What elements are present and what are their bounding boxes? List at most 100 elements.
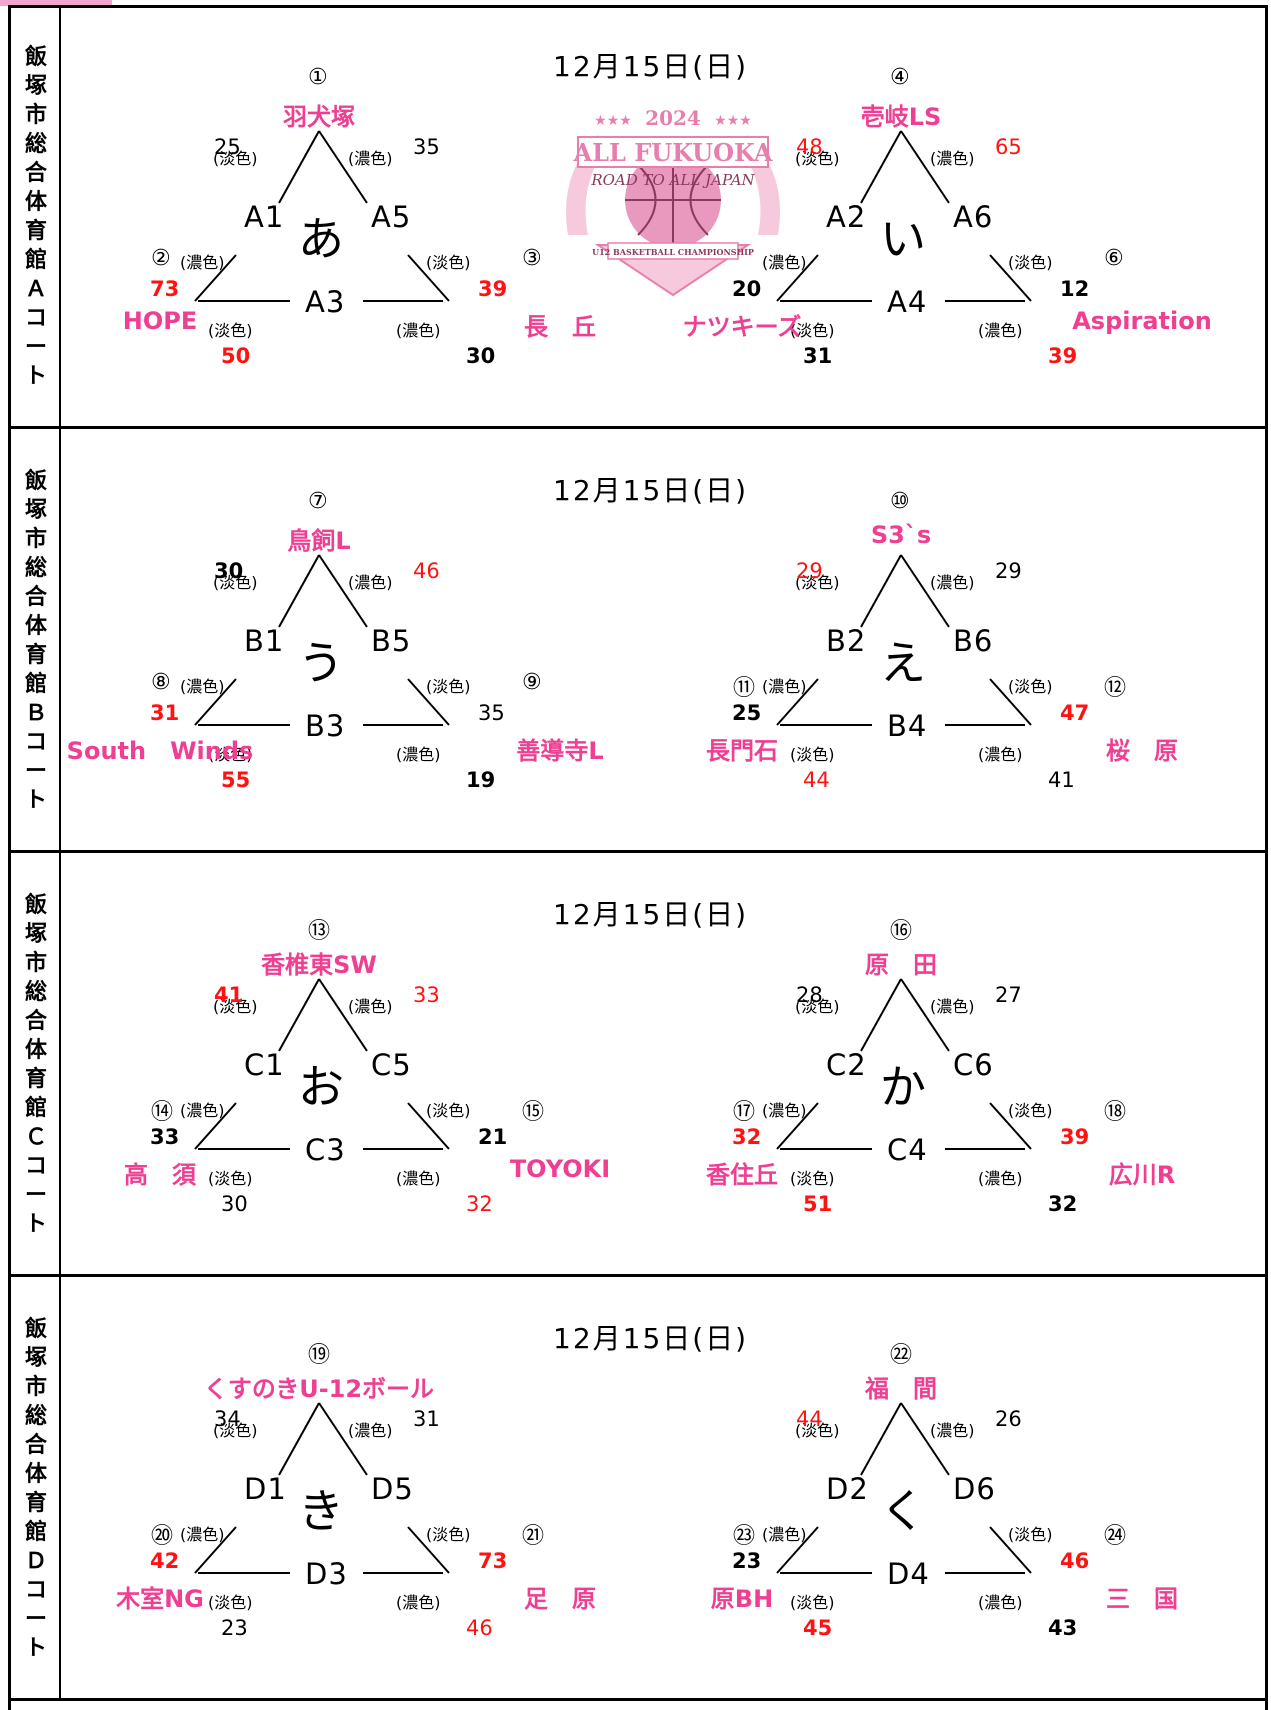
line-top-left bbox=[278, 978, 320, 1052]
right-team-number: ⑱ bbox=[1104, 1100, 1127, 1125]
group-kana: う bbox=[298, 636, 344, 690]
top-team-name: 羽犬塚 bbox=[283, 103, 355, 131]
score-left-upper: 42 bbox=[150, 1549, 180, 1573]
left-team-number: ⑳ bbox=[151, 1524, 174, 1549]
line-top-left bbox=[860, 554, 902, 628]
bracket-triangle bbox=[776, 1402, 1032, 1574]
side-label-left: (濃色) bbox=[180, 677, 225, 696]
code-right: C5 bbox=[371, 1048, 412, 1082]
line-top-right bbox=[900, 130, 950, 204]
score-top-right: 27 bbox=[995, 983, 1022, 1007]
side-label-bottom-right: (濃色) bbox=[396, 1169, 441, 1188]
right-team-number: ㉔ bbox=[1104, 1524, 1127, 1549]
score-bottom-left: 30 bbox=[221, 1192, 248, 1216]
score-left-upper: 73 bbox=[150, 277, 180, 301]
right-team-number: ③ bbox=[522, 246, 542, 271]
line-right bbox=[989, 1102, 1032, 1150]
score-bottom-left: 55 bbox=[221, 768, 251, 792]
court-name: 飯塚市総合体育館Ａコート bbox=[24, 45, 47, 389]
side-label-bottom-right: (濃色) bbox=[978, 321, 1023, 340]
code-left: D2 bbox=[826, 1472, 869, 1506]
score-left-upper: 20 bbox=[732, 277, 762, 301]
score-right-upper: 47 bbox=[1060, 701, 1090, 725]
score-right-upper: 12 bbox=[1060, 277, 1090, 301]
side-label-bottom-left: (淡色) bbox=[208, 745, 253, 764]
right-team-name: Aspiration bbox=[1072, 307, 1212, 335]
side-label-bottom-right: (濃色) bbox=[396, 745, 441, 764]
score-top-left: 41 bbox=[214, 983, 244, 1007]
side-label-top-right: (濃色) bbox=[348, 1421, 393, 1440]
side-label-left: (濃色) bbox=[180, 253, 225, 272]
code-right: B5 bbox=[371, 624, 412, 658]
side-label-bottom-left: (淡色) bbox=[208, 1593, 253, 1612]
score-top-left: 29 bbox=[796, 559, 823, 583]
code-bottom: D4 bbox=[887, 1557, 930, 1591]
code-bottom: C3 bbox=[305, 1133, 346, 1167]
score-left-upper: 31 bbox=[150, 701, 180, 725]
left-team-number: ② bbox=[151, 246, 171, 271]
score-top-right: 29 bbox=[995, 559, 1022, 583]
code-bottom: D3 bbox=[305, 1557, 348, 1591]
code-left: A1 bbox=[244, 200, 285, 234]
side-label-top-right: (濃色) bbox=[930, 997, 975, 1016]
line-right bbox=[407, 254, 450, 302]
line-top-left bbox=[860, 1402, 902, 1476]
court-name: 飯塚市総合体育館Ｂコート bbox=[24, 469, 47, 813]
score-bottom-left: 50 bbox=[221, 344, 251, 368]
line-top-right bbox=[900, 554, 950, 628]
right-team-name: 善導寺L bbox=[516, 737, 604, 765]
side-label-right: (淡色) bbox=[426, 1525, 471, 1544]
right-team-number: ⑨ bbox=[522, 670, 542, 695]
code-right: B6 bbox=[953, 624, 994, 658]
logo-banner: U12 BASKETBALL CHAMPIONSHIP bbox=[592, 247, 754, 257]
side-label-top-left: (淡色) bbox=[213, 573, 258, 592]
side-label-bottom-left: (淡色) bbox=[790, 321, 835, 340]
line-left bbox=[776, 1102, 819, 1150]
right-team-name: 三 国 bbox=[1106, 1585, 1178, 1613]
score-bottom-right: 46 bbox=[466, 1616, 493, 1640]
group-kana: あ bbox=[298, 212, 344, 266]
court-label-cell: 飯塚市総合体育館Ｃコート bbox=[11, 853, 61, 1274]
code-bottom: C4 bbox=[887, 1133, 928, 1167]
code-right: C6 bbox=[953, 1048, 994, 1082]
left-team-name: 高 須 bbox=[124, 1161, 196, 1189]
left-team-name: 木室NG bbox=[116, 1585, 204, 1613]
score-top-right: 46 bbox=[413, 559, 440, 583]
side-label-right: (淡色) bbox=[1008, 677, 1053, 696]
side-label-bottom-right: (濃色) bbox=[396, 1593, 441, 1612]
logo-stars-left: ★★★ bbox=[594, 113, 632, 129]
left-team-name: South Winds bbox=[66, 737, 254, 765]
line-right bbox=[989, 678, 1032, 726]
group-kana: お bbox=[298, 1060, 344, 1114]
score-top-right: 65 bbox=[995, 135, 1022, 159]
score-right-upper: 21 bbox=[478, 1125, 508, 1149]
side-label-top-right: (濃色) bbox=[348, 149, 393, 168]
line-top-right bbox=[318, 1402, 368, 1476]
code-left: B1 bbox=[244, 624, 285, 658]
right-team-name: 足 原 bbox=[524, 1585, 596, 1613]
line-right bbox=[407, 1526, 450, 1574]
side-label-top-left: (淡色) bbox=[795, 1421, 840, 1440]
score-bottom-right: 32 bbox=[1048, 1192, 1078, 1216]
side-label-top-right: (濃色) bbox=[348, 573, 393, 592]
code-left: B2 bbox=[826, 624, 867, 658]
line-left bbox=[776, 678, 819, 726]
line-right bbox=[407, 1102, 450, 1150]
top-team-number: ④ bbox=[890, 65, 910, 90]
score-top-left: 48 bbox=[796, 135, 823, 159]
top-team-number: ⑯ bbox=[890, 919, 913, 944]
score-bottom-right: 19 bbox=[466, 768, 496, 792]
side-label-bottom-left: (淡色) bbox=[790, 745, 835, 764]
side-label-top-left: (淡色) bbox=[795, 997, 840, 1016]
left-team-name: 香住丘 bbox=[706, 1161, 778, 1189]
left-team-number: ⑪ bbox=[733, 676, 756, 701]
match-date: 12月15日(日) bbox=[553, 1322, 749, 1355]
left-team-number: ㉓ bbox=[733, 1524, 756, 1549]
side-label-left: (濃色) bbox=[762, 253, 807, 272]
top-team-name: 壱岐LS bbox=[860, 103, 942, 131]
